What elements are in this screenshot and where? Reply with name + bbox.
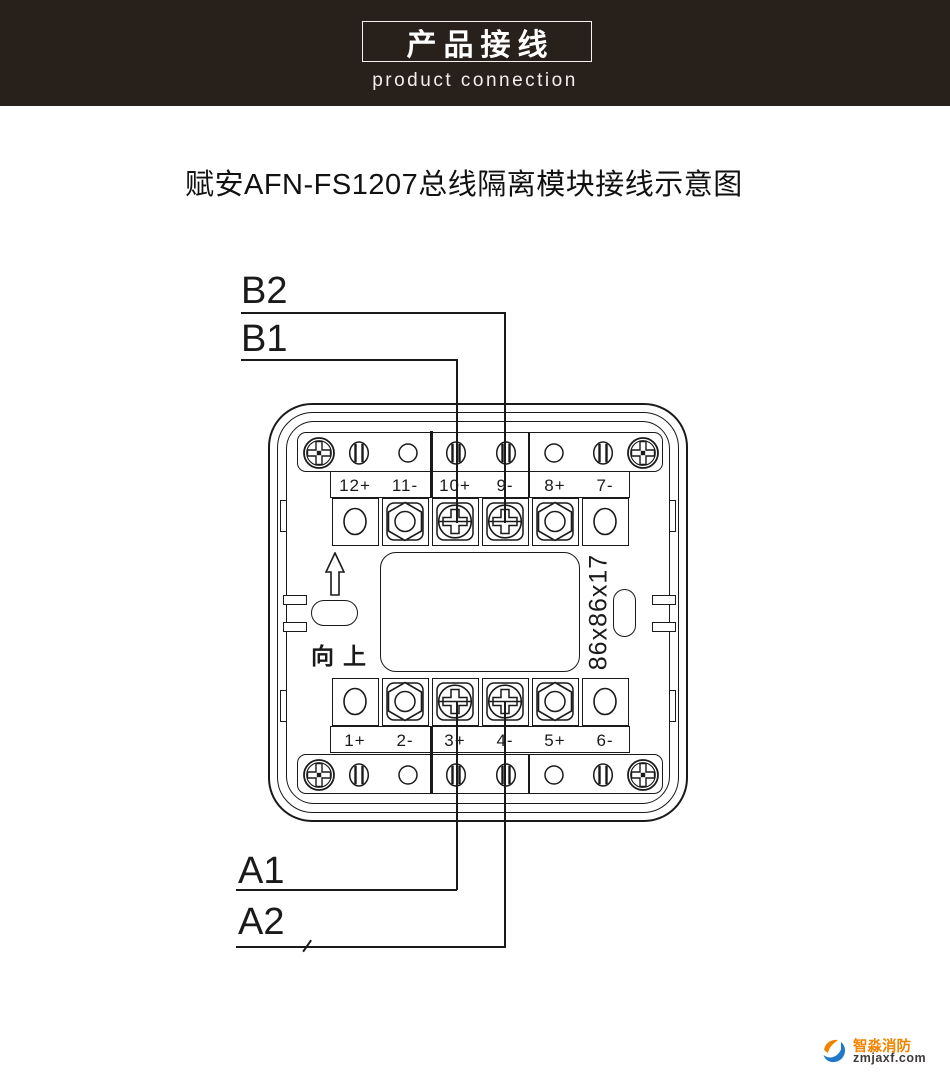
right-wall-bar-top [669,500,676,532]
header-title: 产品接线 [406,28,555,62]
terminal-block-7- [581,498,629,546]
wire-a1-vertical [456,702,458,890]
hole-icon [398,433,418,473]
left-tab-upper [283,595,307,605]
terminal-label-6-: 6- [596,731,614,750]
wire-label-b1: B1 [241,318,288,360]
top-divider-thick [429,431,433,498]
center-plate [380,552,580,672]
slot-icon [592,433,614,473]
slot-icon [495,755,517,795]
top-label-band [330,471,630,498]
left-tab-lower [283,622,307,632]
terminal-block-8+ [531,498,579,546]
terminal-label-3+: 3+ [444,731,466,750]
terminal-label-1+: 1+ [344,731,366,750]
diagram-title: 赋安AFN-FS1207总线隔离模块接线示意图 [185,169,743,201]
terminal-block-1+ [331,678,379,726]
module-outline-inner [286,421,670,804]
slot-icon [348,433,370,473]
dimension-label: 86x86x17 [584,553,613,671]
orientation-label: 向上 [311,643,375,669]
terminal-block-3+ [431,678,479,726]
wire-b1-vertical [456,359,458,523]
terminal-label-2-: 2- [396,731,414,750]
terminal-block-11- [381,498,429,546]
watermark-logo-icon [823,1039,846,1063]
bottom-label-band [330,726,630,753]
terminal-block-5+ [531,678,579,726]
header-title-box: 产品接线 [362,21,592,62]
wire-b2-vertical [504,312,506,523]
terminal-label-11-: 11- [391,476,419,495]
bottom-divider-thin [528,754,530,794]
slot-icon [495,433,517,473]
right-wall-bar-bottom [669,690,676,722]
terminal-label-12+: 12+ [339,476,371,495]
bottom-screw-strip [297,754,663,794]
wire-label-b2: B2 [241,270,288,312]
slot-icon [592,755,614,795]
left-wall-bar-top [280,500,287,532]
watermark: 智淼消防 zmjaxf.com [820,1032,940,1074]
hole-icon [544,755,564,795]
watermark-brand: 智淼消防 [853,1039,911,1055]
phillips-screw-icon [626,755,660,795]
module-outline-outer [268,403,688,822]
terminal-label-10+: 10+ [439,476,471,495]
phillips-screw-icon [302,755,336,795]
wire-a2-horizontal [236,946,506,948]
wire-label-a2: A2 [238,901,285,943]
right-tab-upper [652,595,676,605]
wire-b2-horizontal [241,312,505,314]
terminal-label-8+: 8+ [544,476,566,495]
right-tab-lower [652,622,676,632]
terminal-block-12+ [331,498,379,546]
phillips-screw-icon [626,433,660,473]
wire-a1-horizontal [236,889,457,891]
hole-icon [398,755,418,795]
up-arrow-icon [325,552,345,596]
watermark-site: zmjaxf.com [853,1051,927,1065]
terminal-label-7-: 7- [596,476,614,495]
slot-icon [348,755,370,795]
terminal-block-6- [581,678,629,726]
wire-label-a1: A1 [238,850,285,892]
top-screw-strip [297,432,663,472]
terminal-label-5+: 5+ [544,731,566,750]
header-subtitle: product connection [372,70,578,91]
terminal-block-2- [381,678,429,726]
module-outline-middle [277,412,679,813]
header-banner: 产品接线 product connection [0,0,950,106]
bottom-divider-thick [429,727,433,794]
wire-b1-horizontal [241,359,457,361]
top-divider-thin [528,432,530,498]
phillips-screw-icon [302,433,336,473]
left-mount-slot [311,600,358,626]
hole-icon [544,433,564,473]
left-wall-bar-bottom [280,690,287,722]
wire-a2-vertical [504,702,506,947]
terminal-block-10+ [431,498,479,546]
right-mount-slot [613,589,636,637]
